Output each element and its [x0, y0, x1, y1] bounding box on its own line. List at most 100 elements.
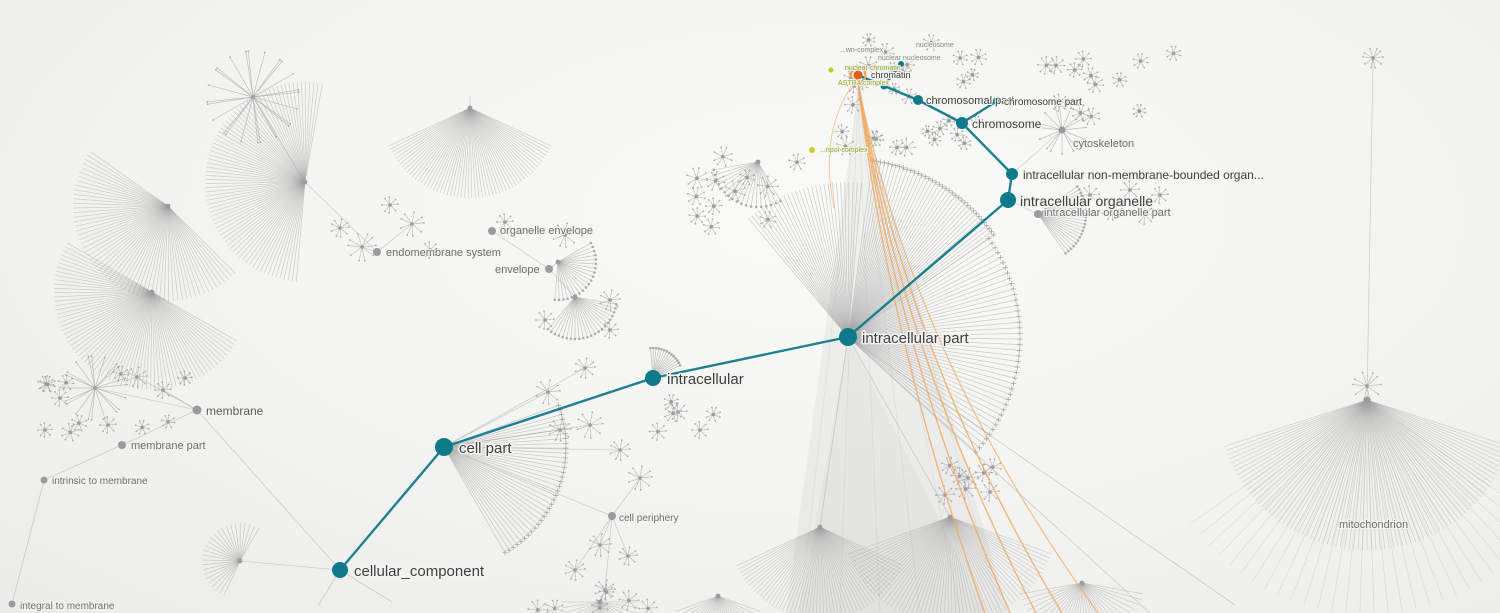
gray-term-node[interactable] [373, 248, 381, 256]
star-center-node[interactable] [947, 463, 952, 468]
star-center-node[interactable] [1158, 193, 1162, 197]
star-center-node[interactable] [721, 154, 725, 159]
star-center-node[interactable] [656, 429, 660, 434]
star-center-node[interactable] [1138, 59, 1143, 63]
complex-accent-node[interactable] [809, 147, 815, 153]
gray-term-node[interactable] [1034, 210, 1042, 218]
star-center-node[interactable] [929, 40, 933, 45]
star-center-node[interactable] [58, 396, 62, 400]
teal-term-label[interactable]: intracellular non-membrane-bounded organ… [1022, 167, 1266, 184]
selected-term-node[interactable] [853, 70, 863, 80]
star-center-node[interactable] [671, 411, 675, 416]
gray-term-node[interactable] [608, 512, 616, 520]
star-center-node[interactable] [957, 474, 962, 479]
star-center-node[interactable] [140, 425, 144, 430]
star-center-node[interactable] [961, 79, 966, 84]
star-center-node[interactable] [1089, 114, 1093, 119]
star-center-node[interactable] [627, 598, 631, 603]
teal-term-label[interactable]: cellular_component [353, 562, 487, 582]
teal-term-label[interactable]: chromosome part [1003, 96, 1083, 109]
gray-term-label[interactable]: integral to membrane [19, 600, 116, 613]
star-center-node[interactable] [866, 38, 871, 42]
star-center-node[interactable] [975, 120, 979, 125]
star-center-node[interactable] [64, 380, 68, 385]
star-center-node[interactable] [1128, 188, 1132, 192]
star-center-node[interactable] [861, 81, 865, 86]
star-center-node[interactable] [901, 69, 906, 74]
star-center-node[interactable] [976, 55, 981, 60]
gray-term-label[interactable]: cytoskeleton [1072, 137, 1135, 151]
gray-term-label[interactable]: organelle envelope [499, 224, 594, 238]
star-center-node[interactable] [874, 137, 878, 141]
star-center-node[interactable] [1110, 208, 1114, 212]
star-center-node[interactable] [766, 217, 770, 222]
gray-term-label[interactable]: intracellular organelle part [1043, 206, 1172, 220]
star-center-node[interactable] [669, 399, 673, 404]
fan-apex-node[interactable] [149, 289, 155, 295]
star-center-node[interactable] [1143, 213, 1147, 217]
gray-term-label[interactable]: cell periphery [618, 512, 679, 525]
star-center-node[interactable] [733, 189, 737, 194]
star-center-node[interactable] [106, 423, 110, 427]
star-center-node[interactable] [904, 145, 909, 150]
star-center-node[interactable] [43, 428, 47, 432]
star-center-node[interactable] [963, 487, 968, 491]
teal-term-label[interactable]: intracellular [666, 370, 746, 390]
teal-term-node-cell-part[interactable] [435, 438, 453, 456]
gray-term-label[interactable]: membrane part [130, 439, 207, 453]
star-center-node[interactable] [1171, 51, 1176, 56]
star-center-node[interactable] [958, 56, 962, 60]
star-center-node[interactable] [1117, 77, 1122, 82]
star-center-node[interactable] [955, 132, 959, 137]
star-center-node[interactable] [1088, 193, 1092, 197]
gray-term-node[interactable] [545, 265, 553, 273]
teal-term-label[interactable]: chromosome [971, 116, 1044, 133]
star-center-node[interactable] [608, 328, 612, 332]
teal-term-node-intracellular[interactable] [645, 370, 661, 386]
star-center-node[interactable] [947, 118, 951, 123]
gray-term-label[interactable]: endomembrane system [385, 246, 502, 260]
star-center-node[interactable] [166, 419, 170, 424]
star-center-node[interactable] [563, 233, 567, 237]
fan-apex-node[interactable] [1079, 580, 1085, 586]
star-center-node[interactable] [698, 428, 702, 432]
star-center-node[interactable] [77, 421, 81, 425]
star-center-node[interactable] [1137, 109, 1142, 113]
star-center-node[interactable] [962, 141, 967, 145]
teal-term-node-chromatin-cluster-node-a[interactable] [880, 82, 888, 90]
star-center-node[interactable] [890, 67, 895, 72]
star-center-node[interactable] [709, 224, 714, 229]
star-center-node[interactable] [905, 62, 909, 67]
star-center-node[interactable] [503, 220, 507, 224]
gray-term-node[interactable] [1363, 396, 1371, 404]
star-center-node[interactable] [843, 144, 848, 148]
star-center-node[interactable] [646, 606, 650, 611]
star-center-node[interactable] [68, 430, 73, 435]
star-center-node[interactable] [1044, 63, 1049, 68]
star-center-node[interactable] [388, 203, 392, 207]
fan-apex-node[interactable] [165, 203, 171, 209]
star-center-node[interactable] [183, 376, 187, 380]
star-center-node[interactable] [695, 214, 699, 218]
star-center-node[interactable] [711, 204, 716, 209]
star-center-node[interactable] [1089, 73, 1093, 78]
star-center-node[interactable] [597, 605, 602, 610]
star-center-node[interactable] [851, 103, 855, 107]
teal-term-node-intracellular-non-membrane-bounded-organelle[interactable] [1006, 168, 1018, 180]
star-center-node[interactable] [970, 73, 975, 77]
star-center-node[interactable] [711, 412, 716, 417]
star-center-node[interactable] [1072, 68, 1077, 72]
fan-apex-node[interactable] [755, 159, 761, 165]
gray-term-label[interactable]: envelope [494, 263, 541, 277]
star-center-node[interactable] [428, 248, 432, 252]
star-center-node[interactable] [745, 175, 749, 180]
teal-term-node-chromosome-part[interactable] [993, 97, 1001, 105]
teal-term-node-intracellular-organelle[interactable] [1000, 192, 1016, 208]
teal-term-label[interactable]: intracellular organelle [1019, 192, 1155, 211]
star-center-node[interactable] [338, 226, 342, 230]
gray-term-node[interactable] [488, 227, 496, 235]
star-center-node[interactable] [1371, 56, 1375, 60]
star-center-node[interactable] [543, 318, 547, 322]
